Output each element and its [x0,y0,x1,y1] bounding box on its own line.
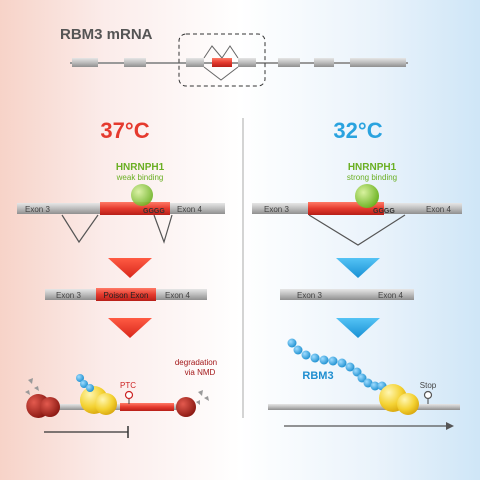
left-mrna: Exon 3 Poison Exon Exon 4 [45,288,207,301]
left-exonuclease-3prime [176,397,196,417]
gene-exon [350,58,406,67]
gene-exon [314,58,334,67]
right-translation-scene: RBM3 Stop [268,338,460,430]
gene-exon [72,58,98,67]
left-ptc-label: PTC [120,381,136,390]
right-translation-arrow [446,422,454,430]
right-mrna-exon4: Exon 4 [378,291,403,300]
right-stop-label: Stop [420,381,437,390]
left-ptc-marker [124,390,134,400]
gene-exon [124,58,146,67]
right-exon4-label: Exon 4 [426,205,451,214]
right-protein-label: RBM3 [302,370,333,382]
right-motif-label: GGGG [373,208,395,215]
right-binding-label: strong binding [347,173,397,182]
right-stop-marker [423,390,433,400]
right-exon3-label: Exon 3 [264,205,289,214]
left-mrna-exon3: Exon 3 [56,291,81,300]
left-temperature: 37°C [100,118,149,143]
gene-exon [278,58,300,67]
figure-title: RBM3 mRNA [60,26,153,43]
left-exon3-label: Exon 3 [25,205,50,214]
left-factor-label: HNRNPH1 [116,162,165,173]
gene-exon [238,58,256,67]
gene-exon [186,58,204,67]
right-mrna-exon3: Exon 3 [297,291,322,300]
left-degradation-label-2: via NMD [185,368,216,377]
right-arrow-2 [336,318,380,338]
left-arrow-1 [108,258,152,278]
gene-poison-exon [212,58,232,67]
left-motif-label: GGGG [143,208,165,215]
left-hnrnph1-protein [131,184,153,206]
left-arrow-2 [108,318,152,338]
left-degradation-label-1: degradation [175,358,217,367]
left-poison-exon-bar [100,202,170,215]
right-factor-label: HNRNPH1 [348,162,397,173]
zoom-box [178,33,266,87]
right-hnrnph1-protein [355,184,379,208]
left-binding-label: weak binding [116,173,164,182]
right-mrna: Exon 3 Exon 4 [280,289,414,300]
left-mrna-exon4: Exon 4 [165,291,190,300]
left-fragments [25,378,209,405]
right-temperature: 32°C [333,118,382,143]
right-arrow-1 [336,258,380,278]
left-premrna: Exon 3 Exon 4 GGGG [17,184,225,244]
right-premrna: Exon 3 Exon 4 GGGG [252,184,462,246]
left-nmd-scene: PTC degradation via NMD [25,358,217,438]
rbm3-gene-track [70,33,408,87]
rbm3-protein-chain [287,338,387,391]
left-exonuclease-5prime [40,397,60,417]
left-poison-exon-label: Poison Exon [104,291,149,300]
left-exon4-label: Exon 4 [177,205,202,214]
